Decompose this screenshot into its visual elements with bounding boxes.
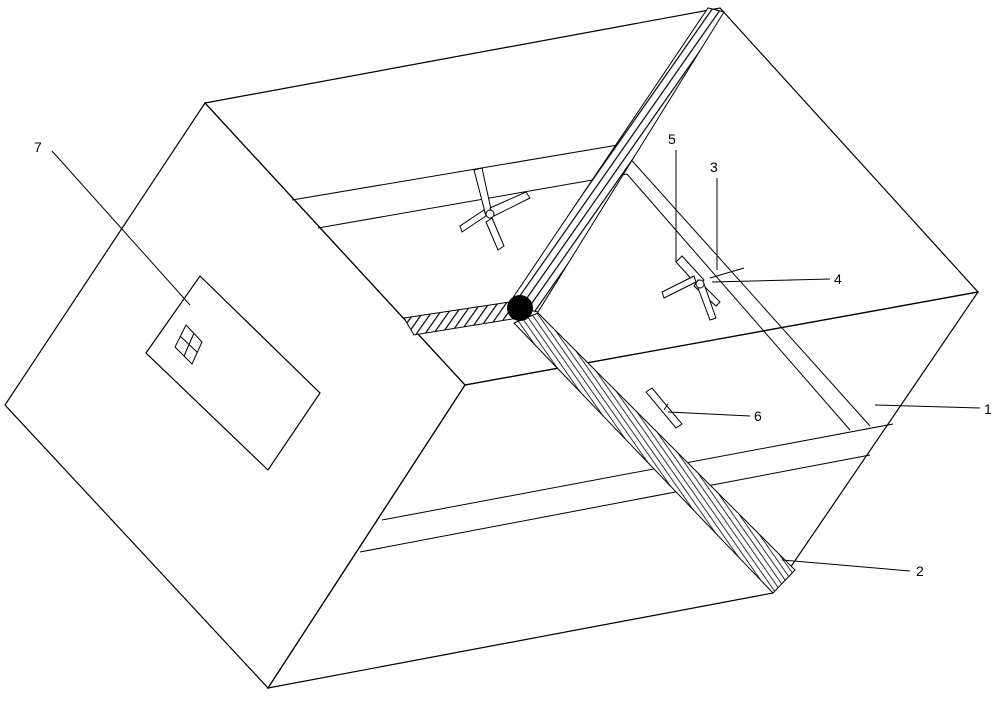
label-5: 5 (668, 131, 676, 147)
lower-rail-line-1 (381, 423, 894, 521)
leader-1 (874, 404, 981, 409)
label-4: 4 (834, 271, 842, 287)
label-2: 2 (916, 563, 924, 579)
pivot-ball (507, 295, 533, 321)
panel-display-icon (174, 324, 203, 365)
box-left-face (4, 102, 466, 689)
ruler-bar (513, 312, 796, 594)
upper-rail-side-2 (626, 173, 851, 431)
control-panel (145, 275, 321, 471)
hatched-bar-left (403, 301, 519, 336)
upper-rail-side-1 (617, 144, 871, 427)
leader-2 (781, 559, 911, 572)
upper-rail-line-2 (317, 173, 628, 229)
leader-7 (51, 150, 191, 306)
lower-rail-line-2 (359, 454, 871, 553)
box-front-face (266, 291, 980, 689)
sensor-element (645, 387, 683, 429)
upper-rail-line-1 (291, 144, 619, 201)
left-propeller (459, 167, 531, 251)
leader-6 (667, 411, 751, 417)
label-7: 7 (34, 139, 42, 155)
label-3: 3 (710, 159, 718, 175)
label-6: 6 (754, 408, 762, 424)
right-propeller (661, 255, 745, 321)
leader-4 (711, 278, 831, 283)
label-1: 1 (984, 401, 992, 417)
